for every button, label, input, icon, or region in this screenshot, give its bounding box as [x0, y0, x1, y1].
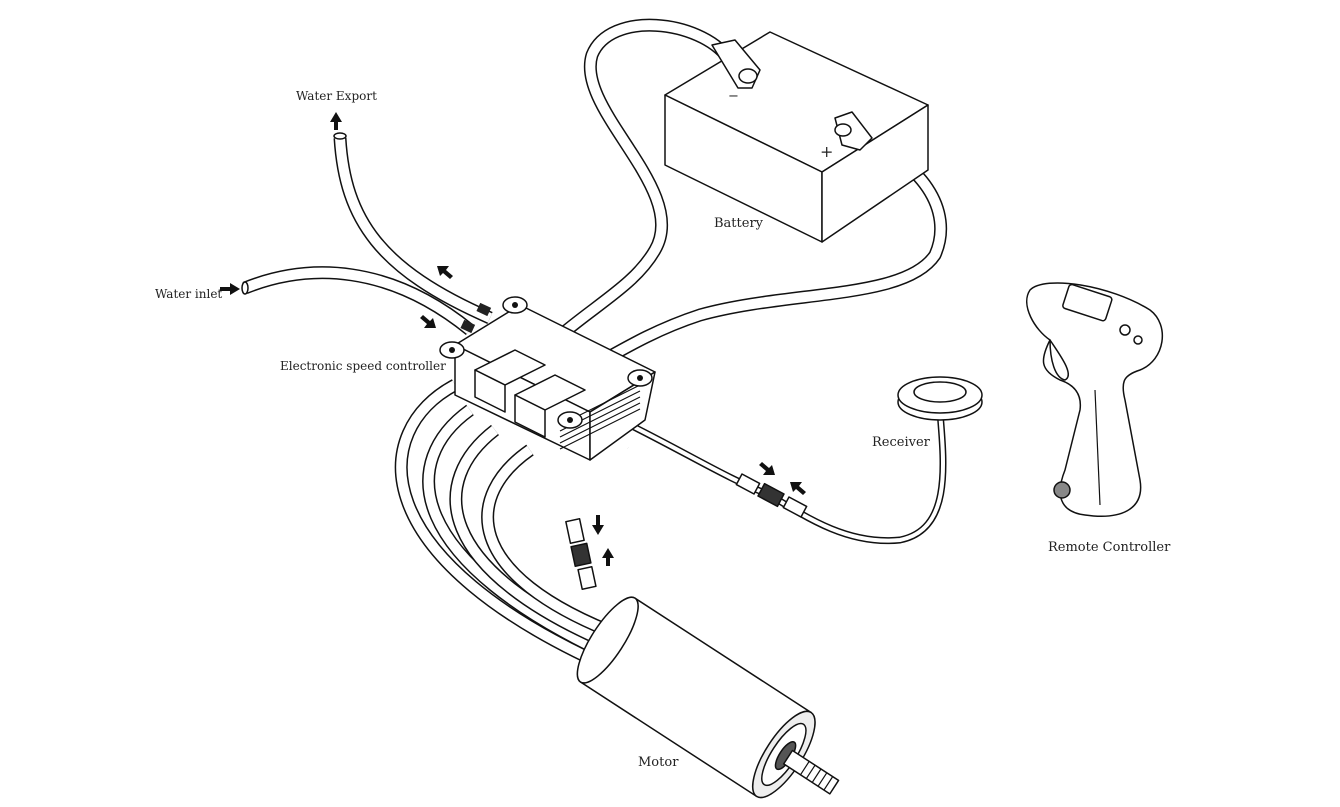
motor	[576, 596, 840, 799]
battery-label: Battery	[714, 216, 764, 231]
water-export-label: Water Export	[296, 89, 377, 103]
esc-label: Electronic speed controller	[280, 359, 446, 373]
water-inlet-label: Water inlet	[155, 287, 222, 301]
battery-negative-cable	[550, 18, 734, 345]
battery-positive-cable	[596, 133, 948, 368]
arrow-right-icon	[220, 283, 240, 295]
arrow-up-icon	[602, 548, 614, 566]
arrow-down-right-icon	[420, 315, 436, 328]
water-inlet-tube	[241, 266, 475, 336]
flow-arrows	[220, 112, 806, 566]
receiver	[897, 376, 983, 421]
battery-positive-terminal	[834, 111, 873, 151]
arrow-up-left-icon	[437, 266, 453, 279]
battery-negative-sign: −	[728, 89, 739, 104]
arrow-up-left-icon	[790, 482, 806, 495]
motor-label: Motor	[638, 755, 679, 770]
electronic-speed-controller	[439, 296, 656, 461]
receiver-label: Receiver	[872, 435, 931, 450]
motor-phase-cables	[394, 379, 625, 678]
water-export-tube	[333, 132, 493, 324]
motor-shaft	[782, 749, 840, 795]
remote-controller-label: Remote Controller	[1048, 540, 1171, 555]
arrow-up-icon	[330, 112, 342, 130]
motor-sensor-cable	[565, 447, 634, 632]
arrow-down-icon	[592, 515, 604, 535]
receiver-cable	[628, 411, 947, 545]
esc-mounting-tabs	[439, 296, 653, 429]
battery-positive-sign: +	[820, 142, 833, 161]
battery: − +	[664, 31, 929, 243]
remote-controller	[1026, 282, 1164, 517]
battery-negative-terminal	[711, 39, 761, 89]
arrow-down-right-icon	[759, 462, 775, 475]
